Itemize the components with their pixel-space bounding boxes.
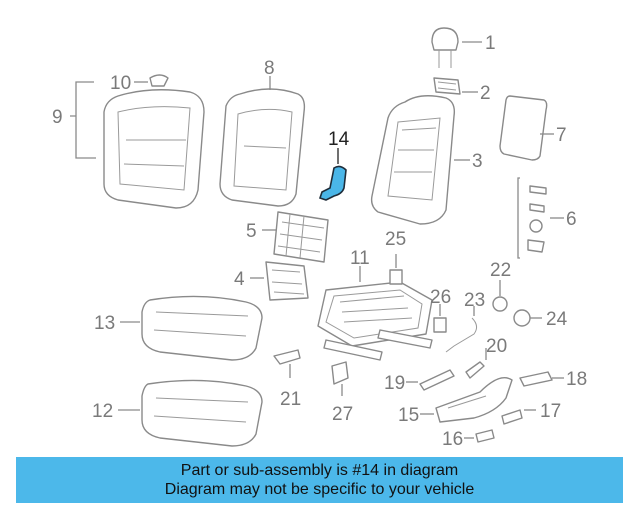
part-13-cushion-cover	[141, 295, 263, 361]
callout-2[interactable]: 2	[480, 83, 491, 104]
callout-24[interactable]: 24	[546, 309, 568, 330]
banner-line-2: Diagram may not be specific to your vehi…	[164, 481, 475, 498]
part-15-side-shield	[435, 377, 513, 423]
part-3-seatback-frame	[370, 95, 456, 225]
part-4-bracket	[265, 261, 309, 301]
part-17-cap	[501, 409, 523, 425]
callout-3[interactable]: 3	[472, 151, 483, 172]
part-16-cover	[475, 429, 495, 443]
part-27-bracket	[331, 361, 349, 385]
part-14-highlighted[interactable]	[318, 165, 347, 201]
part-19-rail	[419, 369, 455, 391]
part-8-seatback-pad	[219, 88, 306, 207]
leader-9	[70, 81, 96, 159]
callout-26[interactable]: 26	[430, 287, 451, 308]
callout-16[interactable]: 16	[442, 429, 463, 450]
callout-15[interactable]: 15	[398, 405, 419, 426]
part-20-spring	[465, 361, 485, 379]
part-10-clip	[149, 74, 169, 87]
part-23-cable	[445, 317, 478, 353]
callout-19[interactable]: 19	[384, 373, 405, 394]
callout-6[interactable]: 6	[566, 209, 577, 230]
callout-25[interactable]: 25	[385, 229, 406, 250]
part-25-clip	[389, 269, 403, 285]
callout-13[interactable]: 13	[94, 313, 115, 334]
callout-22[interactable]: 22	[490, 260, 511, 281]
callout-20[interactable]: 20	[486, 336, 507, 357]
callout-1[interactable]: 1	[485, 33, 496, 54]
part-9-seatback-cover	[103, 89, 205, 209]
callout-4[interactable]: 4	[234, 269, 245, 290]
info-banner: Part or sub-assembly is #14 in diagram D…	[16, 457, 623, 503]
part-11-seat-frame	[317, 281, 433, 361]
callout-18[interactable]: 18	[566, 369, 587, 390]
part-24-knob	[513, 309, 531, 327]
callout-7[interactable]: 7	[556, 125, 567, 146]
banner-line-1: Part or sub-assembly is #14 in diagram	[180, 462, 459, 479]
part-22-knob	[492, 296, 508, 312]
part-26-bracket	[433, 317, 447, 333]
callout-14[interactable]: 14	[328, 129, 350, 150]
callout-5[interactable]: 5	[246, 221, 257, 242]
callout-12[interactable]: 12	[92, 401, 113, 422]
callout-17[interactable]: 17	[540, 401, 561, 422]
part-2-headrest-guide	[433, 77, 461, 95]
part-5-lumbar	[273, 211, 329, 263]
callout-23[interactable]: 23	[464, 290, 485, 311]
callout-10[interactable]: 10	[110, 73, 131, 94]
part-18-lever	[519, 371, 553, 387]
callout-21[interactable]: 21	[280, 389, 301, 410]
callout-27[interactable]: 27	[332, 404, 353, 425]
callout-11[interactable]: 11	[350, 248, 370, 269]
part-1-headrest	[431, 27, 459, 68]
part-6-clips	[517, 177, 547, 259]
part-12-cushion-pad	[141, 379, 263, 447]
callout-8[interactable]: 8	[264, 58, 275, 79]
part-21-handle	[273, 349, 301, 365]
callout-9[interactable]: 9	[52, 107, 63, 128]
part-7-back-panel	[499, 95, 548, 161]
